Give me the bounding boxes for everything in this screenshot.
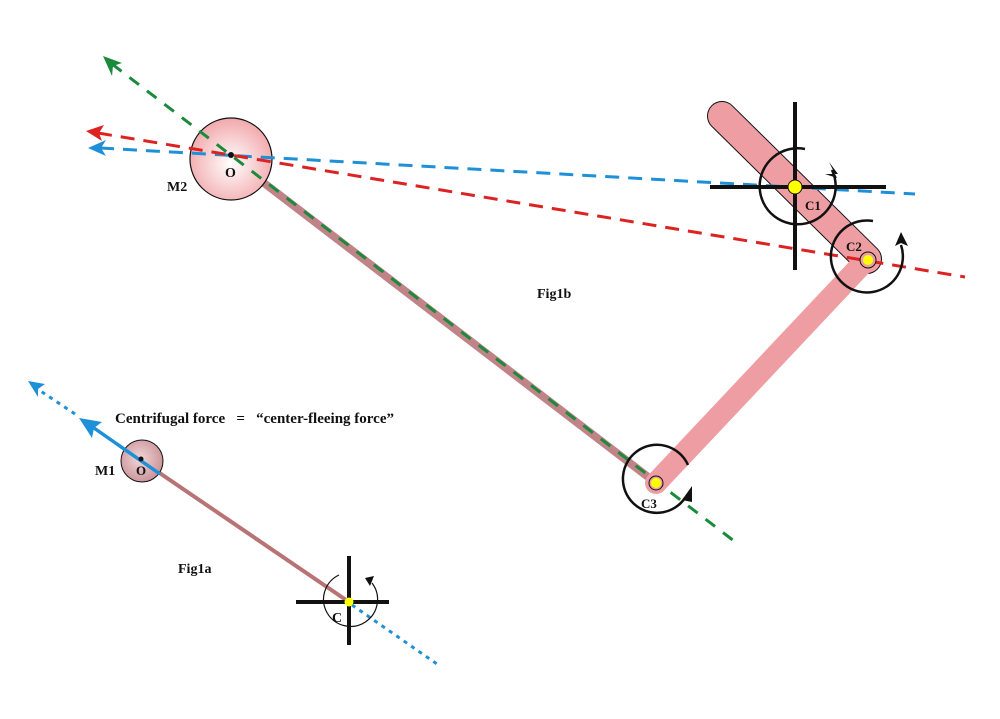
long-arm-m2-c3 [227, 153, 659, 487]
centrifugal-force-arrowhead-icon [79, 418, 102, 438]
c1-label: C1 [805, 198, 821, 213]
pivot-c3 [651, 478, 661, 488]
centrifugal-force-arrow [92, 426, 162, 476]
m2-center-dot [228, 152, 234, 158]
c1-rotation-arrowhead-icon [825, 162, 838, 178]
c2-label: C2 [846, 239, 862, 254]
c1-rotation-arrow-icon [758, 147, 837, 226]
fig1a: O M1 C Fig1a Centrifugal force = “center… [28, 381, 438, 666]
red-dashed-line [97, 131, 966, 279]
red-arrowhead-icon [86, 125, 104, 141]
pivot-c2 [863, 255, 873, 265]
pivot-dotted-extension [351, 603, 438, 666]
m1-label: M1 [95, 464, 115, 479]
c-rotation-arrowhead-icon [365, 576, 374, 586]
force-extension-arrowhead-icon [28, 381, 45, 397]
c3-rotation-arrow [621, 443, 690, 515]
m1-center-label: O [136, 463, 146, 478]
pivot-c1 [787, 179, 803, 195]
m2-label: M2 [167, 180, 187, 195]
force-dotted-extension [35, 386, 76, 416]
green-arrowhead-icon [103, 56, 122, 76]
c2-rotation-arrowhead-icon [895, 232, 908, 246]
arm-m1-c [140, 459, 351, 604]
m2-center-label: O [225, 166, 236, 181]
centrifugal-force-caption: Centrifugal force = “center-fleeing forc… [115, 411, 394, 427]
m1-center-dot [138, 456, 144, 462]
c2-rotation-arrow [829, 219, 905, 294]
fig1a-title: Fig1a [178, 562, 211, 577]
c-label: C [332, 611, 342, 626]
pivot-c [344, 597, 354, 607]
lower-link [645, 248, 878, 494]
c3-rotation-arrowhead-icon [682, 486, 692, 502]
c-rotation-arrow [322, 574, 379, 628]
fig1b: O M2 C1 C2 C3 Fig1b [86, 56, 966, 543]
blue-arrowhead-icon [88, 140, 106, 156]
c3-label: C3 [641, 496, 657, 511]
fig1b-title: Fig1b [537, 287, 571, 302]
